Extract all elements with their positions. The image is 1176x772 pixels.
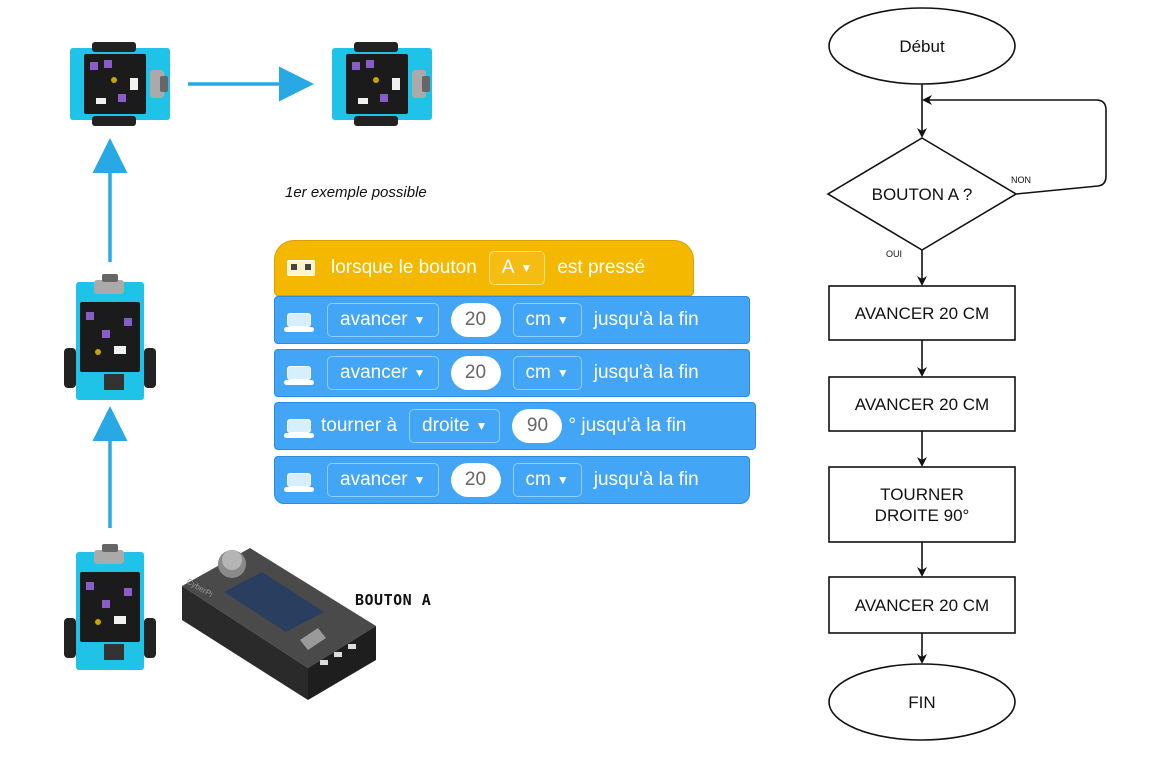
turn-label: tourner à	[321, 415, 398, 436]
move-suffix: jusqu'à la fin	[593, 309, 699, 330]
gamepad-icon	[287, 260, 315, 276]
action-dropdown-value: avancer	[340, 309, 408, 330]
step-label-3: TOURNER DROITE 90°	[874, 485, 970, 525]
unit-dropdown[interactable]: cm ▼	[512, 356, 582, 390]
move-block-1[interactable]: avancer ▼ 20 cm ▼ jusqu'à la fin	[274, 296, 750, 344]
chevron-down-icon: ▼	[520, 261, 533, 275]
chevron-down-icon: ▼	[556, 313, 569, 327]
chevron-down-icon: ▼	[475, 419, 488, 433]
step-label-1: AVANCER 20 CM	[854, 304, 990, 323]
distance-input[interactable]: 20	[450, 303, 501, 337]
button-dropdown-value: A	[501, 257, 515, 278]
distance-input[interactable]: 20	[450, 463, 501, 497]
action-dropdown[interactable]: avancer ▼	[327, 356, 439, 390]
chevron-down-icon: ▼	[556, 366, 569, 380]
move-block-2[interactable]: avancer ▼ 20 cm ▼ jusqu'à la fin	[274, 349, 750, 397]
chevron-down-icon: ▼	[413, 313, 426, 327]
example-caption: 1er exemple possible	[285, 184, 427, 201]
step-label-2: AVANCER 20 CM	[854, 395, 990, 414]
angle-input[interactable]: 90	[512, 409, 563, 443]
step-node-2	[828, 376, 1016, 432]
step-node-3	[828, 466, 1016, 543]
no-label: NON	[1011, 175, 1031, 185]
device-button-label: BOUTON A	[355, 591, 432, 609]
decision-label: BOUTON A ?	[871, 185, 973, 204]
unit-dropdown-value: cm	[525, 309, 551, 330]
step-node-1	[828, 285, 1016, 341]
event-block[interactable]: lorsque le bouton A ▼ est pressé	[274, 240, 694, 296]
cyberpi-device: CyberPi	[182, 548, 376, 700]
move-suffix: jusqu'à la fin	[593, 469, 699, 490]
step-node-4	[828, 576, 1016, 634]
unit-dropdown-value: cm	[525, 362, 551, 383]
move-suffix: jusqu'à la fin	[593, 362, 699, 383]
chevron-down-icon: ▼	[556, 473, 569, 487]
event-suffix: est pressé	[557, 257, 646, 278]
end-label: FIN	[908, 693, 936, 712]
yes-label: OUI	[886, 249, 903, 259]
action-dropdown[interactable]: avancer ▼	[327, 303, 439, 337]
robot-icon	[284, 366, 314, 385]
robot-icon	[284, 473, 314, 492]
move-block-3[interactable]: avancer ▼ 20 cm ▼ jusqu'à la fin	[274, 456, 750, 504]
start-label: Début	[899, 37, 945, 56]
turn-block[interactable]: tourner à droite ▼ 90 ° jusqu'à la fin	[274, 402, 756, 450]
action-dropdown-value: avancer	[340, 469, 408, 490]
turn-suffix: ° jusqu'à la fin	[568, 415, 687, 436]
action-dropdown-value: avancer	[340, 362, 408, 383]
direction-dropdown-value: droite	[422, 415, 470, 436]
unit-dropdown-value: cm	[525, 469, 551, 490]
arrow-no-loop	[922, 95, 1107, 195]
event-prefix: lorsque le bouton	[331, 257, 477, 278]
unit-dropdown[interactable]: cm ▼	[512, 303, 582, 337]
distance-input[interactable]: 20	[450, 356, 501, 390]
chevron-down-icon: ▼	[413, 473, 426, 487]
end-node	[828, 663, 1016, 741]
button-dropdown[interactable]: A ▼	[488, 251, 546, 285]
action-dropdown[interactable]: avancer ▼	[327, 463, 439, 497]
unit-dropdown[interactable]: cm ▼	[512, 463, 582, 497]
robot-icon	[284, 313, 314, 332]
robot-icon	[284, 419, 314, 438]
chevron-down-icon: ▼	[413, 366, 426, 380]
direction-dropdown[interactable]: droite ▼	[409, 409, 501, 443]
step-label-4: AVANCER 20 CM	[854, 596, 990, 615]
